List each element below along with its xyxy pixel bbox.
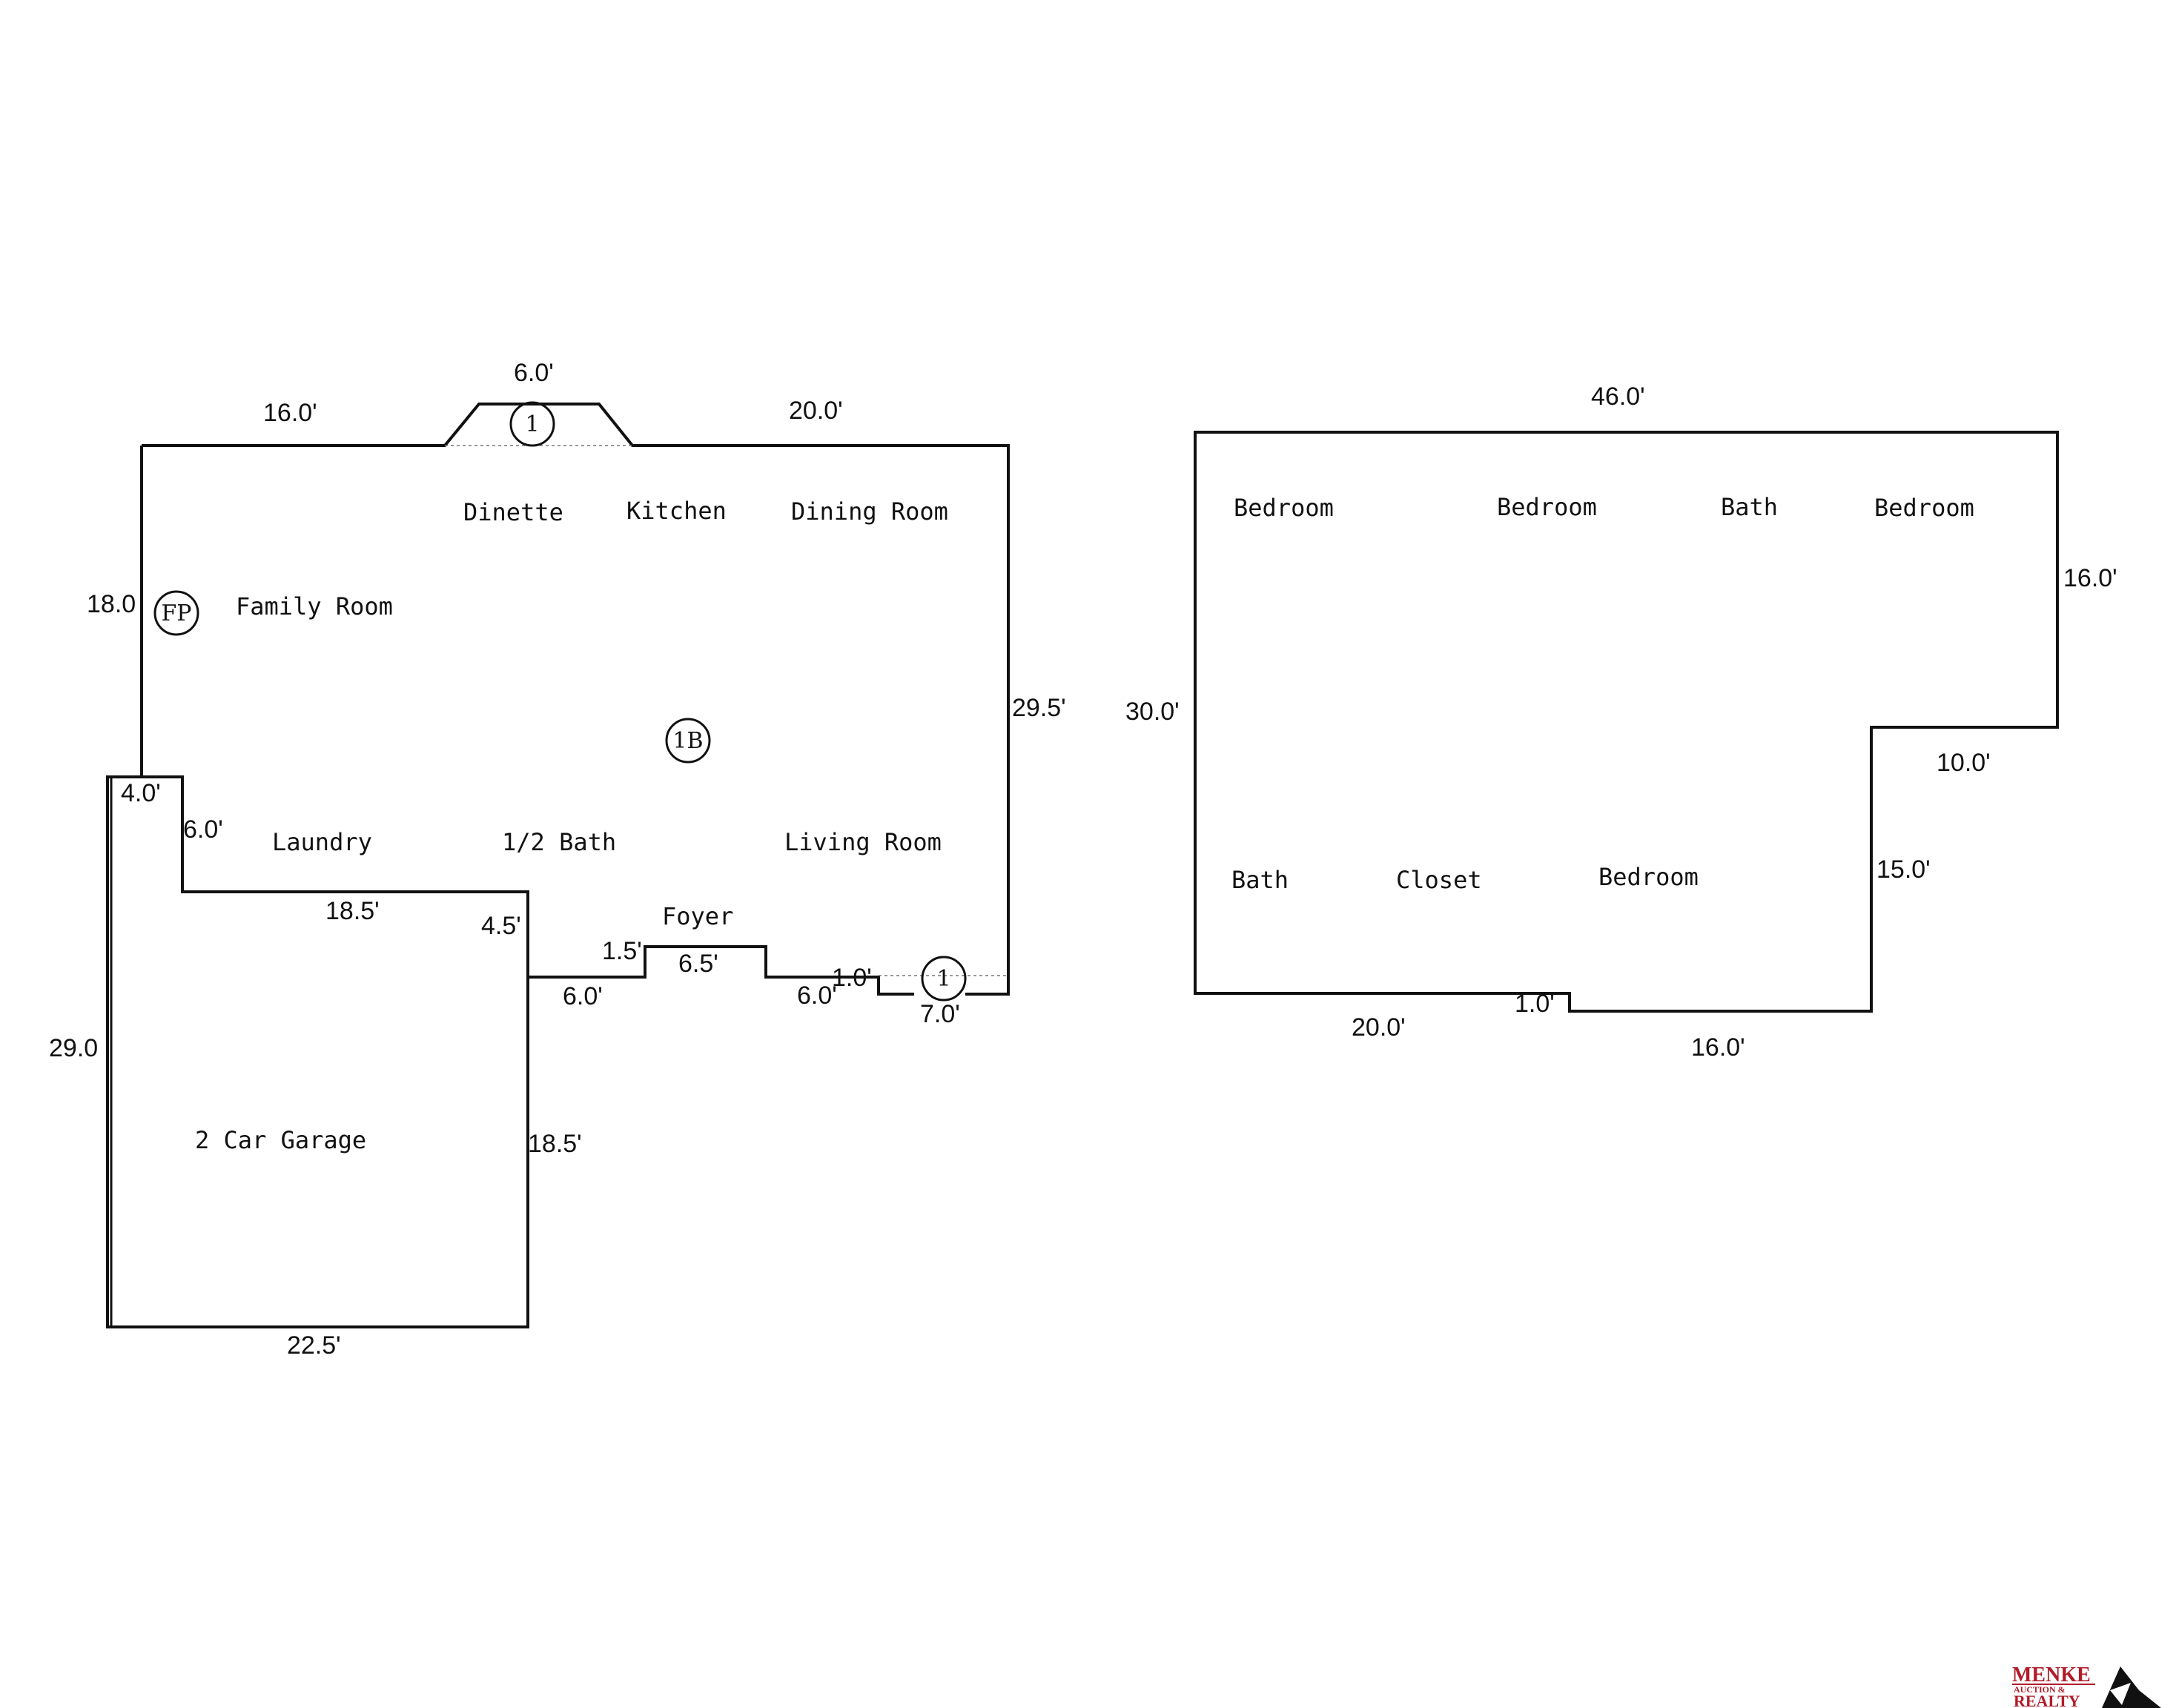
dim-garage-top: 18.5' bbox=[325, 897, 380, 925]
dim-foyer-width: 6.5' bbox=[678, 950, 718, 978]
floor-marker-1b: 1B bbox=[665, 718, 711, 764]
room-bath-top: Bath bbox=[1721, 493, 1778, 521]
svg-text:1B: 1B bbox=[672, 728, 703, 754]
room-living-room: Living Room bbox=[784, 828, 942, 856]
room-foyer: Foyer bbox=[662, 902, 733, 930]
second-floor-plan: Bedroom Bedroom Bath Bedroom Bath Closet… bbox=[1125, 383, 2117, 1062]
logo-house-icon bbox=[2102, 1666, 2161, 1708]
dim-2f-bottom-left: 20.0' bbox=[1352, 1013, 1406, 1042]
dim-right-side: 29.5' bbox=[1012, 694, 1066, 722]
menke-logo: MENKE AUCTION & REALTY bbox=[2012, 1664, 2161, 1708]
dim-2f-right-upper: 16.0' bbox=[2063, 564, 2117, 592]
room-dinette: Dinette bbox=[463, 498, 563, 526]
dim-front-left: 6.0' bbox=[563, 982, 603, 1010]
dim-top-right: 20.0' bbox=[789, 397, 843, 425]
room-laundry: Laundry bbox=[272, 828, 372, 856]
room-bedroom-1: Bedroom bbox=[1234, 494, 1334, 522]
room-family-room: Family Room bbox=[236, 592, 393, 620]
dim-step-down: 1.0' bbox=[832, 964, 872, 992]
room-bath-bottom: Bath bbox=[1231, 866, 1289, 894]
dim-bay-bottom-width: 7.0' bbox=[920, 1000, 960, 1028]
dim-top-left: 16.0' bbox=[263, 399, 317, 427]
dim-left-upper: 18.0 bbox=[87, 590, 136, 618]
dim-2f-right-lower: 15.0' bbox=[1876, 855, 1931, 884]
room-bedroom-4: Bedroom bbox=[1598, 863, 1699, 891]
dim-garage-bottom: 22.5' bbox=[287, 1331, 341, 1360]
dim-garage-notch-height: 6.0' bbox=[183, 815, 223, 844]
dim-2f-bottom-right: 16.0' bbox=[1691, 1033, 1745, 1062]
first-floor-plan: Dinette Kitchen Dining Room Family Room … bbox=[49, 359, 1066, 1360]
dim-garage-right: 18.5' bbox=[528, 1130, 582, 1158]
room-closet: Closet bbox=[1396, 866, 1482, 894]
dim-2f-left: 30.0' bbox=[1125, 698, 1180, 726]
second-floor-outline bbox=[1194, 431, 2059, 1013]
logo-text-line2: AUCTION & bbox=[2014, 1684, 2066, 1695]
dim-2f-top: 46.0' bbox=[1591, 383, 1645, 411]
svg-text:FP: FP bbox=[161, 600, 191, 626]
bay-window-marker-top: 1 bbox=[509, 401, 555, 447]
fireplace-marker: FP bbox=[153, 590, 199, 636]
room-garage: 2 Car Garage bbox=[195, 1126, 366, 1154]
dim-garage-right-upper: 4.5' bbox=[481, 912, 521, 940]
bay-window-marker-bottom: 1 bbox=[921, 956, 967, 1002]
dim-bay-width: 6.0' bbox=[514, 359, 554, 387]
dim-garage-left: 29.0 bbox=[49, 1034, 98, 1062]
first-floor-outline bbox=[140, 403, 1010, 996]
dim-front-right: 6.0' bbox=[797, 982, 837, 1010]
room-bedroom-2: Bedroom bbox=[1497, 493, 1597, 521]
dim-2f-notch-width: 10.0' bbox=[1937, 749, 1991, 777]
room-dining-room: Dining Room bbox=[791, 497, 948, 526]
room-bedroom-3: Bedroom bbox=[1874, 494, 1974, 522]
room-half-bath: 1/2 Bath bbox=[502, 828, 616, 856]
svg-text:1: 1 bbox=[936, 966, 950, 992]
logo-text-line3: REALTY bbox=[2014, 1692, 2080, 1708]
dim-garage-notch-width: 4.0' bbox=[121, 779, 161, 807]
dim-step-up: 1.5' bbox=[602, 937, 642, 965]
dim-2f-bottom-step: 1.0' bbox=[1515, 990, 1555, 1018]
logo-text-line1: MENKE bbox=[2012, 1664, 2091, 1687]
svg-text:1: 1 bbox=[525, 411, 539, 437]
room-kitchen: Kitchen bbox=[626, 497, 727, 525]
garage-outline bbox=[106, 775, 529, 1328]
